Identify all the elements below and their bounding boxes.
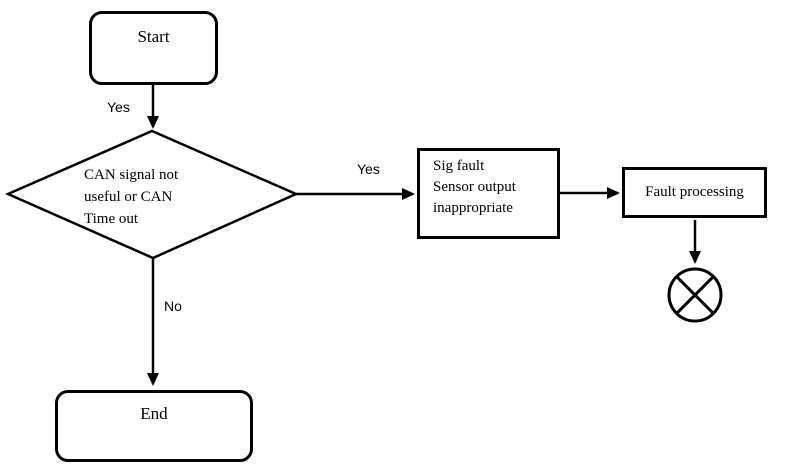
edge-label-start-to-decision: Yes	[107, 99, 130, 115]
decision-text-line-3: Time out	[84, 211, 139, 227]
sig-fault-line-2: Sensor output	[433, 179, 516, 195]
end-node-label: End	[140, 404, 168, 423]
decision-node-text: CAN signal not useful or CAN Time out	[84, 164, 244, 230]
circle-x-icon	[667, 267, 723, 323]
edge-label-decision-to-end: No	[164, 298, 182, 314]
fault-processing-label: Fault processing	[645, 184, 744, 200]
edge-label-decision-to-sigfault: Yes	[357, 161, 380, 177]
sig-fault-line-3: inappropriate	[433, 200, 513, 216]
decision-text-line-1: CAN signal not	[84, 167, 179, 183]
start-node-label: Start	[137, 27, 170, 46]
sig-fault-line-1: Sig fault	[433, 158, 485, 174]
start-node: Start	[89, 11, 218, 85]
end-node: End	[55, 390, 253, 462]
decision-text-line-2: useful or CAN	[84, 189, 173, 205]
fault-processing-node: Fault processing	[622, 167, 767, 218]
sig-fault-node: Sig fault Sensor output inappropriate	[417, 148, 560, 239]
